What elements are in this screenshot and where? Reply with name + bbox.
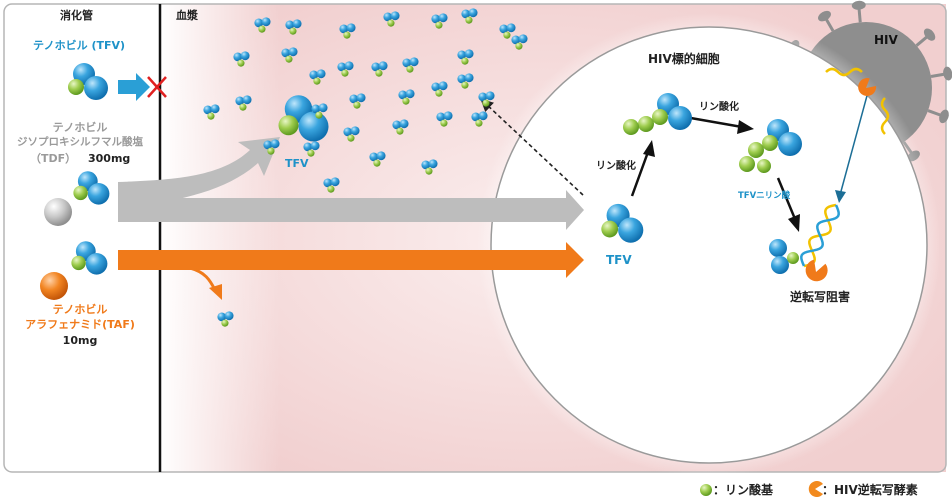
legend-rt-enzyme-icon [808,481,823,497]
taf-dose: 10mg [62,334,98,347]
tfv-gut-label: テノホビル (TFV) [33,39,126,52]
rt-inhibition-label: 逆転写阻害 [790,290,851,304]
plasma-tfv-molecule [311,103,328,119]
plasma-tfv-molecule [402,57,419,73]
rt-entry-arrow [839,91,869,196]
plasma-region-label: 血漿 [176,9,198,22]
plasma-tfv-molecule [217,311,234,327]
hiv-label: HIV [874,33,898,47]
plasma-tfv-molecule [457,73,474,89]
hiv-rt-enzyme-cell [805,259,828,282]
rt-entry-arrow-head [835,190,846,203]
plasma-tfv-molecule [478,91,495,107]
plasma-tfv-molecule [349,93,366,109]
plasma-tfv-label: TFV [285,157,309,170]
plasma-tfv-molecule [323,177,340,193]
phosphorylation-label-2: リン酸化 [699,102,739,113]
incorporated-tfv-molecule [769,239,799,274]
taf-orange-arrow [118,242,584,278]
efflux-dashed-arrow [480,98,584,196]
plasma-tfv-molecule [371,61,388,77]
plasma-tfv-molecule [233,51,250,67]
tfv-blocked-arrow [118,73,150,101]
plasma-tfv-molecule [383,11,400,27]
taf-label-line2: アラフェナミド(TAF) [25,318,135,331]
gut-region-label: 消化管 [60,9,93,22]
plasma-tfv-molecule [457,49,474,65]
tfv-diphosphate-molecule [739,119,802,173]
taf-molecule [40,241,108,300]
plasma-tfv-molecule [436,111,453,127]
hiv-target-cell [490,26,928,464]
tdf-dose: 300mg [88,152,131,165]
plasma-tfv-molecule [285,19,302,35]
cell-title: HIV標的細胞 [648,52,720,66]
plasma-left-fade [160,4,280,472]
plasma-tfv-molecule [309,69,326,85]
tdf-gray-arrow [118,137,280,208]
tdf-label-line2: ジソプロキシルフマル酸塩 [17,136,143,148]
plasma-tfv-molecule [369,151,386,167]
phosphorylation-arrows [630,115,800,232]
tdf-molecule [44,171,110,226]
plasma-tfv-molecule [431,81,448,97]
cell-tfv-label: TFV [606,253,632,267]
hiv-rna-2 [880,97,890,135]
taf-orange-branch-head [209,284,222,300]
plasma-tfv-molecule [303,141,320,157]
cell-tfv-molecule [601,203,644,243]
dna-helix [800,203,840,268]
phosphorylation-label-1: リン酸化 [596,161,636,172]
plasma-tfv-molecule [398,89,415,105]
legend-rt-enzyme: ：HIV逆転写酵素 [822,483,918,497]
plasma-tfv-molecule [392,119,409,135]
plasma-tfv-molecule [281,47,298,63]
taf-label-line1: テノホビル [52,303,108,316]
tfv-monophosphate-molecule [623,93,692,135]
hiv-rt-enzyme-virus [858,78,877,97]
plasma-tfv-molecule [203,104,220,120]
legend-phosphate: ：リン酸基 [713,483,774,497]
tdf-label-line3: （TDF） [30,152,77,165]
hiv-rna [825,67,863,77]
plasma-tfv-molecule [511,34,528,50]
plasma-tfv-molecule [235,95,252,111]
legend-phosphate-icon [700,484,712,496]
plasma-tfv-molecule [471,111,488,127]
plasma-tfv-large-molecule [278,95,329,142]
plasma-tfv-molecule [337,61,354,77]
tdf-label-line1: テノホビル [52,121,108,134]
plasma-tfv-molecule [499,23,516,39]
tdf-gray-arrow-to-cell [118,190,584,230]
plasma-tfv-molecule [421,159,438,175]
plasma-tfv-molecule [431,13,448,29]
plasma-tfv-molecule [254,17,271,33]
block-x-icon [147,76,167,98]
plasma-tfv-molecule [263,139,280,155]
plasma-tfv-molecule [339,23,356,39]
outer-frame [3,3,947,473]
plasma-tfv-molecule [461,8,478,24]
tfv-diphosphate-label: TFVニリン酸 [738,191,791,201]
plasma-tfv-molecule [343,126,360,142]
tfv-gut-molecule [68,63,108,100]
